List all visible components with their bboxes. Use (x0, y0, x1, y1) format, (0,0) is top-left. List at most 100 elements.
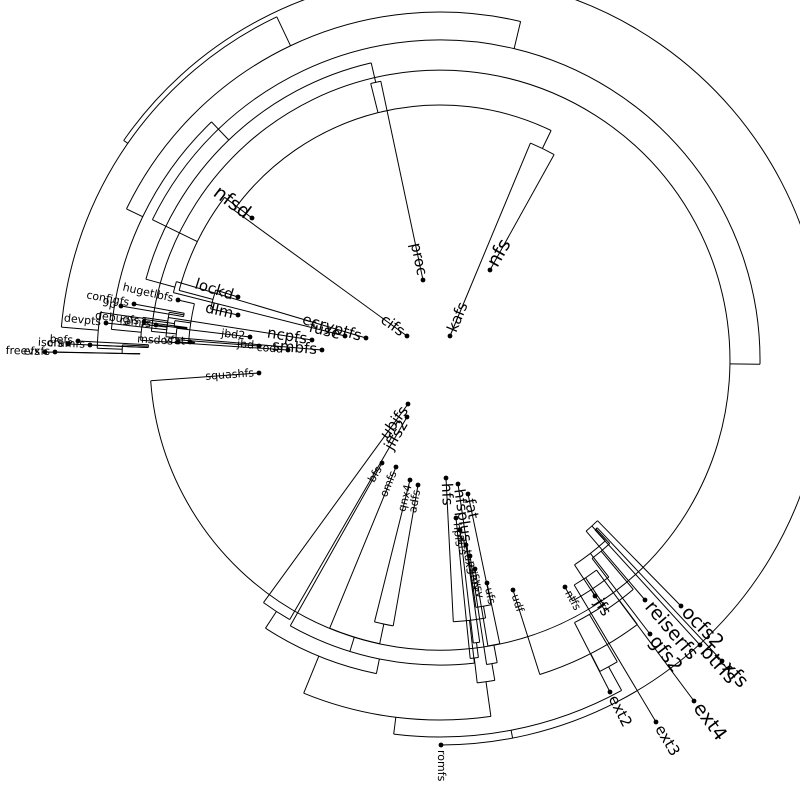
arc-root-1-0-0-1-1 (330, 628, 380, 644)
stem-root-1-0-0-1-1-1 (380, 624, 384, 644)
leaf-label-ufs: ufs (482, 586, 498, 605)
leaf-node-qnx4 (408, 478, 413, 483)
leaf-label-ext2: ext2 (605, 692, 636, 730)
stem-root-1-1-0-1-1-0 (601, 551, 614, 566)
stem-root-1-0-1-1-1 (494, 645, 497, 663)
leaf-label-nfsd: nfsd (209, 181, 255, 223)
leaf-label-cifs: cifs (377, 310, 408, 340)
leaf-node-ext2 (608, 690, 613, 695)
stem-root-1-0-0-1-2-0-1 (484, 606, 486, 618)
branch-to-configfs (134, 304, 184, 313)
leaf-node-dlm (236, 313, 241, 318)
leaf-node-ntfs (563, 585, 568, 590)
leaf-node-cramfs (88, 343, 93, 348)
arc-root-0-1 (127, 12, 521, 209)
leaf-node-freevxfs (53, 350, 58, 355)
branch-to-ext2 (575, 623, 611, 692)
stem-root-1-1-0-1-1 (614, 567, 633, 590)
arc-root-1-0-0 (266, 628, 377, 673)
stem-root-1-0-0 (304, 656, 319, 693)
leaf-node-smbfs (320, 348, 325, 353)
leaf-label-ext4: ext4 (689, 698, 732, 745)
arc-root-0-1-1-1-1-1 (234, 105, 551, 210)
arc-root-0-1-0-1 (151, 70, 730, 650)
leaf-label-cramfs: cramfs (47, 336, 85, 351)
stem-root-1-0-1-0 (474, 658, 477, 683)
leaf-node-tux3 (464, 543, 469, 548)
leaf-node-cifs (405, 334, 410, 339)
stem-root-0-1-1-1-1-1-1 (542, 131, 551, 149)
leaf-node-affs (458, 528, 463, 533)
arc-root-1-0-0-0 (264, 603, 290, 620)
leaf-node-jffs2 (405, 415, 410, 420)
stem-root-1-0-0-1 (376, 659, 379, 674)
leaf-node-ecryptfs (364, 336, 369, 341)
leaf-node-nfs (488, 268, 493, 273)
stem-root-0-1-1-1-1-1 (371, 84, 378, 113)
leaf-node-hfs (444, 476, 449, 481)
leaf-node-ocfs2 (679, 604, 684, 609)
leaf-node-btrfs (698, 643, 703, 648)
stem-root-1 (511, 730, 512, 738)
leaf-node-ramfs (154, 323, 159, 328)
leaf-node-vfat (188, 340, 193, 345)
leaf-node-ubifs (406, 402, 411, 407)
leaf-node-configfs (132, 302, 137, 307)
arc-root-1-0 (304, 693, 491, 720)
branch-to-hugetlbfs (178, 300, 194, 304)
leaf-node-proc (421, 278, 426, 283)
leaf-label-ramfs: ramfs (119, 314, 152, 331)
stem-root-0-1-1-1 (212, 122, 229, 140)
leaf-label-udf: udf (509, 593, 527, 615)
stem-root-0-0 (61, 327, 98, 330)
leaf-node-jfs (593, 594, 598, 599)
leaf-node-nfsd (250, 216, 255, 221)
leaf-label-squashfs: squashfs (205, 366, 255, 382)
leaf-label-vfat: vfat (163, 333, 186, 348)
branch-to-bfs (290, 463, 382, 626)
leaf-node-minix (468, 554, 473, 559)
leaf-node-ext4 (692, 699, 697, 704)
leaf-node-ufs (485, 581, 490, 586)
stem-root-0-1-1 (127, 209, 143, 217)
stem-root-1-0 (394, 717, 396, 734)
dendrogram-leaves: efsfreevxfsisofsbefscramfsdevpts9pconfig… (6, 181, 753, 781)
stem-root-0-1-1-1-1 (371, 63, 376, 82)
leaf-node-lockd (236, 295, 241, 300)
leaf-node-fat (466, 492, 471, 497)
leaf-node-hugetlbfs (176, 298, 181, 303)
stem-root-1-1 (609, 667, 622, 691)
leaf-node-hpfs (454, 516, 459, 521)
stem-root-1-0-0-1-1 (350, 637, 354, 651)
stem-root-1-1-1-0 (589, 614, 609, 648)
leaf-label-hugetlbfs: hugetlbfs (121, 281, 175, 305)
leaf-node-reiserfs (643, 598, 648, 603)
arc-root-0-1-1-1-1-1-1 (530, 143, 554, 155)
leaf-node-adfs (416, 483, 421, 488)
arc-root-0-1-1-1 (146, 63, 371, 279)
leaf-node-gfs2 (648, 632, 653, 637)
arc-root-1-1 (600, 662, 618, 672)
leaf-label-smbfs: smbfs (271, 336, 318, 358)
stem-root-0 (124, 141, 128, 144)
leaf-label-proc: proc (407, 241, 431, 277)
stem-root-1-0-1-0-1 (477, 643, 479, 658)
stem-root-1-0-1 (486, 682, 491, 717)
leaf-node-squashfs (257, 371, 262, 376)
arc-root-1-1-0-1-0-1 (575, 541, 606, 565)
leaf-label-ext3: ext3 (651, 721, 684, 759)
leaf-node-kafs (448, 334, 453, 339)
leaf-node-bfs (380, 461, 385, 466)
leaf-node-romfs (439, 743, 444, 748)
arc-root-1 (394, 690, 622, 737)
leaf-node-sysv (473, 567, 478, 572)
leaf-label-romfs: romfs (435, 750, 448, 782)
leaf-label-kafs: kafs (443, 299, 471, 334)
leaf-node-udf (511, 588, 516, 593)
leaf-label-ntfs: ntfs (562, 588, 584, 613)
leaf-node-hfsplus (456, 482, 461, 487)
leaf-label-adfs: adfs (406, 488, 423, 513)
leaf-node-xfs (720, 659, 725, 664)
